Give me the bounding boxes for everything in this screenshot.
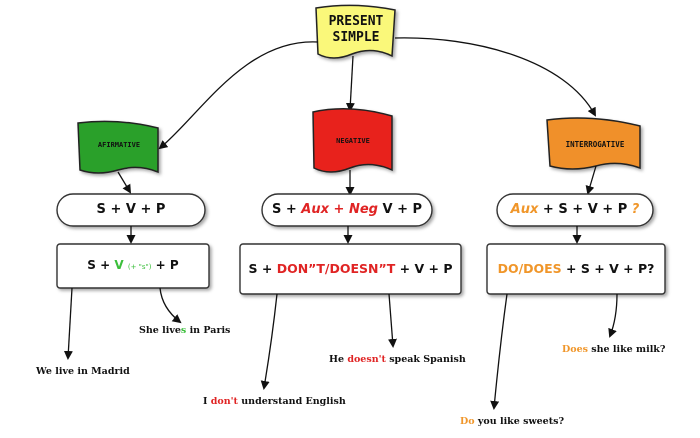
- negative-rule-box: [239, 243, 462, 295]
- interrogative-formula-pill: [496, 193, 654, 227]
- interrogative-flag: [546, 117, 641, 170]
- neg-formula-s: S: [271, 202, 282, 217]
- neg-rule-v: V: [414, 261, 425, 276]
- int-rule-v: V: [609, 261, 619, 276]
- int-formula-plus1: +: [542, 202, 554, 217]
- int-rule-aux: DO/DOES: [497, 261, 562, 276]
- root-flag: [315, 4, 396, 59]
- neg-ex1-pre: I: [203, 396, 211, 407]
- int-formula-plus2: +: [572, 202, 584, 217]
- int-formula-v: V: [587, 202, 598, 217]
- neg-formula-aux: Aux: [301, 202, 329, 217]
- neg-rule-neg: DON”T/DOESN”T: [276, 261, 396, 276]
- affirmative-example-1: We live in Madrid: [36, 366, 130, 377]
- int-rule-plus1: +: [566, 261, 577, 276]
- connector-root-affirmative: [158, 41, 319, 150]
- int-formula-s: S: [558, 202, 568, 217]
- connector-affirmative-ex2: [159, 287, 182, 324]
- interrogative-formula: Aux + S + V + P ?: [497, 202, 653, 217]
- int-rule-plus3: +: [623, 261, 634, 276]
- connector-negative-ex2: [387, 293, 397, 348]
- aff-formula-s: S: [96, 202, 106, 217]
- aff-formula-v: V: [125, 202, 136, 217]
- aff-rule-note: (+ "s"): [127, 263, 152, 271]
- int-formula-aux: Aux: [510, 202, 539, 217]
- int-ex1-hl: Does: [562, 344, 588, 355]
- negative-example-2: He doesn't speak Spanish: [329, 354, 466, 365]
- int-formula-plus3: +: [602, 202, 614, 217]
- int-rule-p: P?: [638, 261, 655, 276]
- connector-interrogative-ex1: [608, 293, 618, 338]
- aff-formula-plus1: +: [110, 202, 122, 217]
- int-ex2-hl: Do: [460, 416, 475, 427]
- connector-negative-ex1: [260, 293, 278, 390]
- neg-formula-v: V: [382, 202, 393, 217]
- neg-formula-plus1: +: [285, 202, 297, 217]
- aff-formula-plus2: +: [140, 202, 152, 217]
- neg-rule-plus1: +: [261, 261, 273, 276]
- int-ex1-post: she like milk?: [587, 344, 666, 355]
- neg-formula-p: P: [412, 202, 423, 217]
- interrogative-title: INTERROGATIVE: [565, 140, 625, 149]
- connector-interrogative-ex2: [490, 293, 508, 410]
- aff-rule-v: V: [114, 258, 124, 272]
- aff-ex2-hl: s: [180, 325, 187, 336]
- root-flag-label: PRESENT SIMPLE: [318, 14, 394, 46]
- affirmative-flag: [77, 120, 159, 174]
- neg-rule-s: S: [248, 261, 258, 276]
- neg-rule-p: P: [443, 261, 453, 276]
- affirmative-rule-box: [56, 243, 210, 289]
- interrogative-example-1: Does she like milk?: [562, 344, 665, 355]
- interrogative-rule-box: [486, 243, 666, 295]
- aff-rule-p: P: [169, 258, 179, 272]
- aff-rule-plus2: +: [155, 258, 166, 272]
- negative-example-1: I don't understand English: [203, 396, 346, 407]
- interrogative-example-2: Do you like sweets?: [460, 416, 564, 427]
- neg-ex1-post: understand English: [237, 396, 346, 407]
- negative-flag: [312, 108, 393, 173]
- connector-interrogative-formula: [585, 165, 597, 195]
- negative-formula-pill: [261, 193, 433, 227]
- neg-ex1-hl: don't: [210, 396, 238, 407]
- int-ex2-post: you like sweets?: [474, 416, 565, 427]
- neg-ex2-pre: He: [329, 354, 348, 365]
- interrogative-rule: DO/DOES + S + V + P?: [487, 261, 665, 276]
- aff-ex2-pre: She live: [139, 325, 181, 336]
- neg-ex2-hl: doesn't: [347, 354, 386, 365]
- int-rule-plus2: +: [594, 261, 605, 276]
- neg-formula-neg: Neg: [348, 202, 378, 217]
- int-formula-q: ?: [631, 202, 640, 217]
- negative-title: NEGATIVE: [336, 137, 370, 145]
- connector-root-interrogative: [394, 37, 596, 117]
- aff-ex2-post: in Paris: [186, 325, 231, 336]
- negative-formula: S + Aux + Neg V + P: [262, 202, 432, 217]
- neg-ex2-post: speak Spanish: [385, 354, 466, 365]
- negative-rule: S + DON”T/DOESN”T + V + P: [240, 261, 461, 276]
- affirmative-example-2: She lives in Paris: [139, 325, 230, 336]
- aff-formula-p: P: [155, 202, 166, 217]
- neg-rule-plus2: +: [399, 261, 411, 276]
- connector-affirmative-ex1: [63, 287, 73, 360]
- neg-formula-plus2: +: [333, 202, 345, 217]
- connector-affirmative-formula: [117, 171, 132, 194]
- neg-rule-plus3: +: [428, 261, 439, 276]
- affirmative-formula: S + V + P: [57, 202, 205, 217]
- aff-rule-s: S: [87, 258, 96, 272]
- int-formula-p: P: [617, 202, 628, 217]
- root-line2: SIMPLE: [332, 30, 380, 45]
- aff-rule-plus1: +: [100, 258, 111, 272]
- root-line1: PRESENT: [328, 14, 384, 29]
- connector-root-negative: [345, 55, 355, 112]
- neg-formula-plus3: +: [397, 202, 408, 217]
- int-rule-s: S: [580, 261, 590, 276]
- affirmative-title: AFIRMATIVE: [97, 141, 141, 149]
- affirmative-rule: S + V (+ "s") + P: [57, 258, 209, 272]
